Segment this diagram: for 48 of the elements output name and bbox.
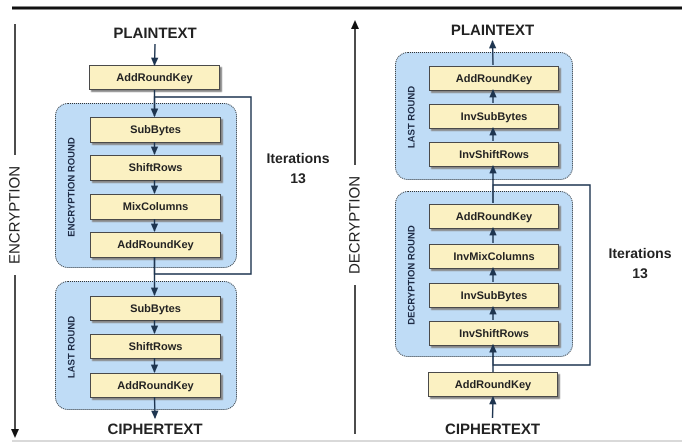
process-box: ShiftRows (90, 334, 221, 359)
terminal-text: PLAINTEXT (435, 19, 550, 41)
loop-arrow (489, 184, 591, 366)
loop-arrow (150, 96, 252, 275)
arrow (489, 306, 497, 320)
process-box: AddRoundKey (429, 204, 559, 229)
process-box: InvSubBytes (429, 283, 559, 308)
round-group (55, 103, 237, 268)
arrow (489, 266, 497, 282)
process-box: AddRoundKey (89, 65, 220, 90)
process-box: AddRoundKey (428, 372, 558, 397)
process-box: InvShiftRows (429, 142, 559, 167)
group-label: DECRYPTION ROUND (406, 225, 418, 325)
arrow (489, 396, 496, 418)
process-box: ShiftRows (90, 155, 221, 181)
process-box: AddRoundKey (90, 232, 221, 258)
arrow (489, 226, 497, 243)
process-box: AddRoundKey (429, 66, 559, 91)
arrow (489, 126, 497, 141)
process-box: InvSubBytes (429, 104, 559, 129)
arrow (150, 358, 158, 374)
terminal-text: CIPHERTEXT (95, 418, 215, 440)
process-box: SubBytes (90, 117, 221, 143)
round-group (55, 281, 237, 410)
group-label: LAST ROUND (66, 315, 78, 378)
iteration-note: Iterations 13 (265, 149, 330, 188)
arrow (151, 396, 158, 420)
process-box: AddRoundKey (90, 373, 221, 398)
process-box: InvShiftRows (429, 321, 559, 346)
arrow (488, 40, 496, 66)
round-group (395, 52, 573, 180)
round-group (395, 191, 573, 357)
process-box: SubBytes (90, 296, 221, 321)
arrow (150, 219, 158, 232)
group-label: LAST ROUND (406, 86, 418, 148)
process-box: MixColumns (90, 194, 221, 220)
terminal-text: CIPHERTEXT (435, 418, 550, 440)
direction-label: ENCRYPTION (6, 166, 24, 264)
iteration-note: Iterations 13 (607, 244, 672, 283)
arrow (489, 88, 497, 103)
arrow (151, 44, 158, 66)
process-box: InvMixColumns (429, 244, 559, 269)
arrow (150, 180, 158, 194)
arrow (150, 320, 158, 334)
direction-label: DECRYPTION (346, 176, 364, 274)
terminal-text: PLAINTEXT (100, 22, 210, 44)
group-label: ENCRYPTION ROUND (66, 136, 78, 236)
arrow (150, 142, 158, 156)
